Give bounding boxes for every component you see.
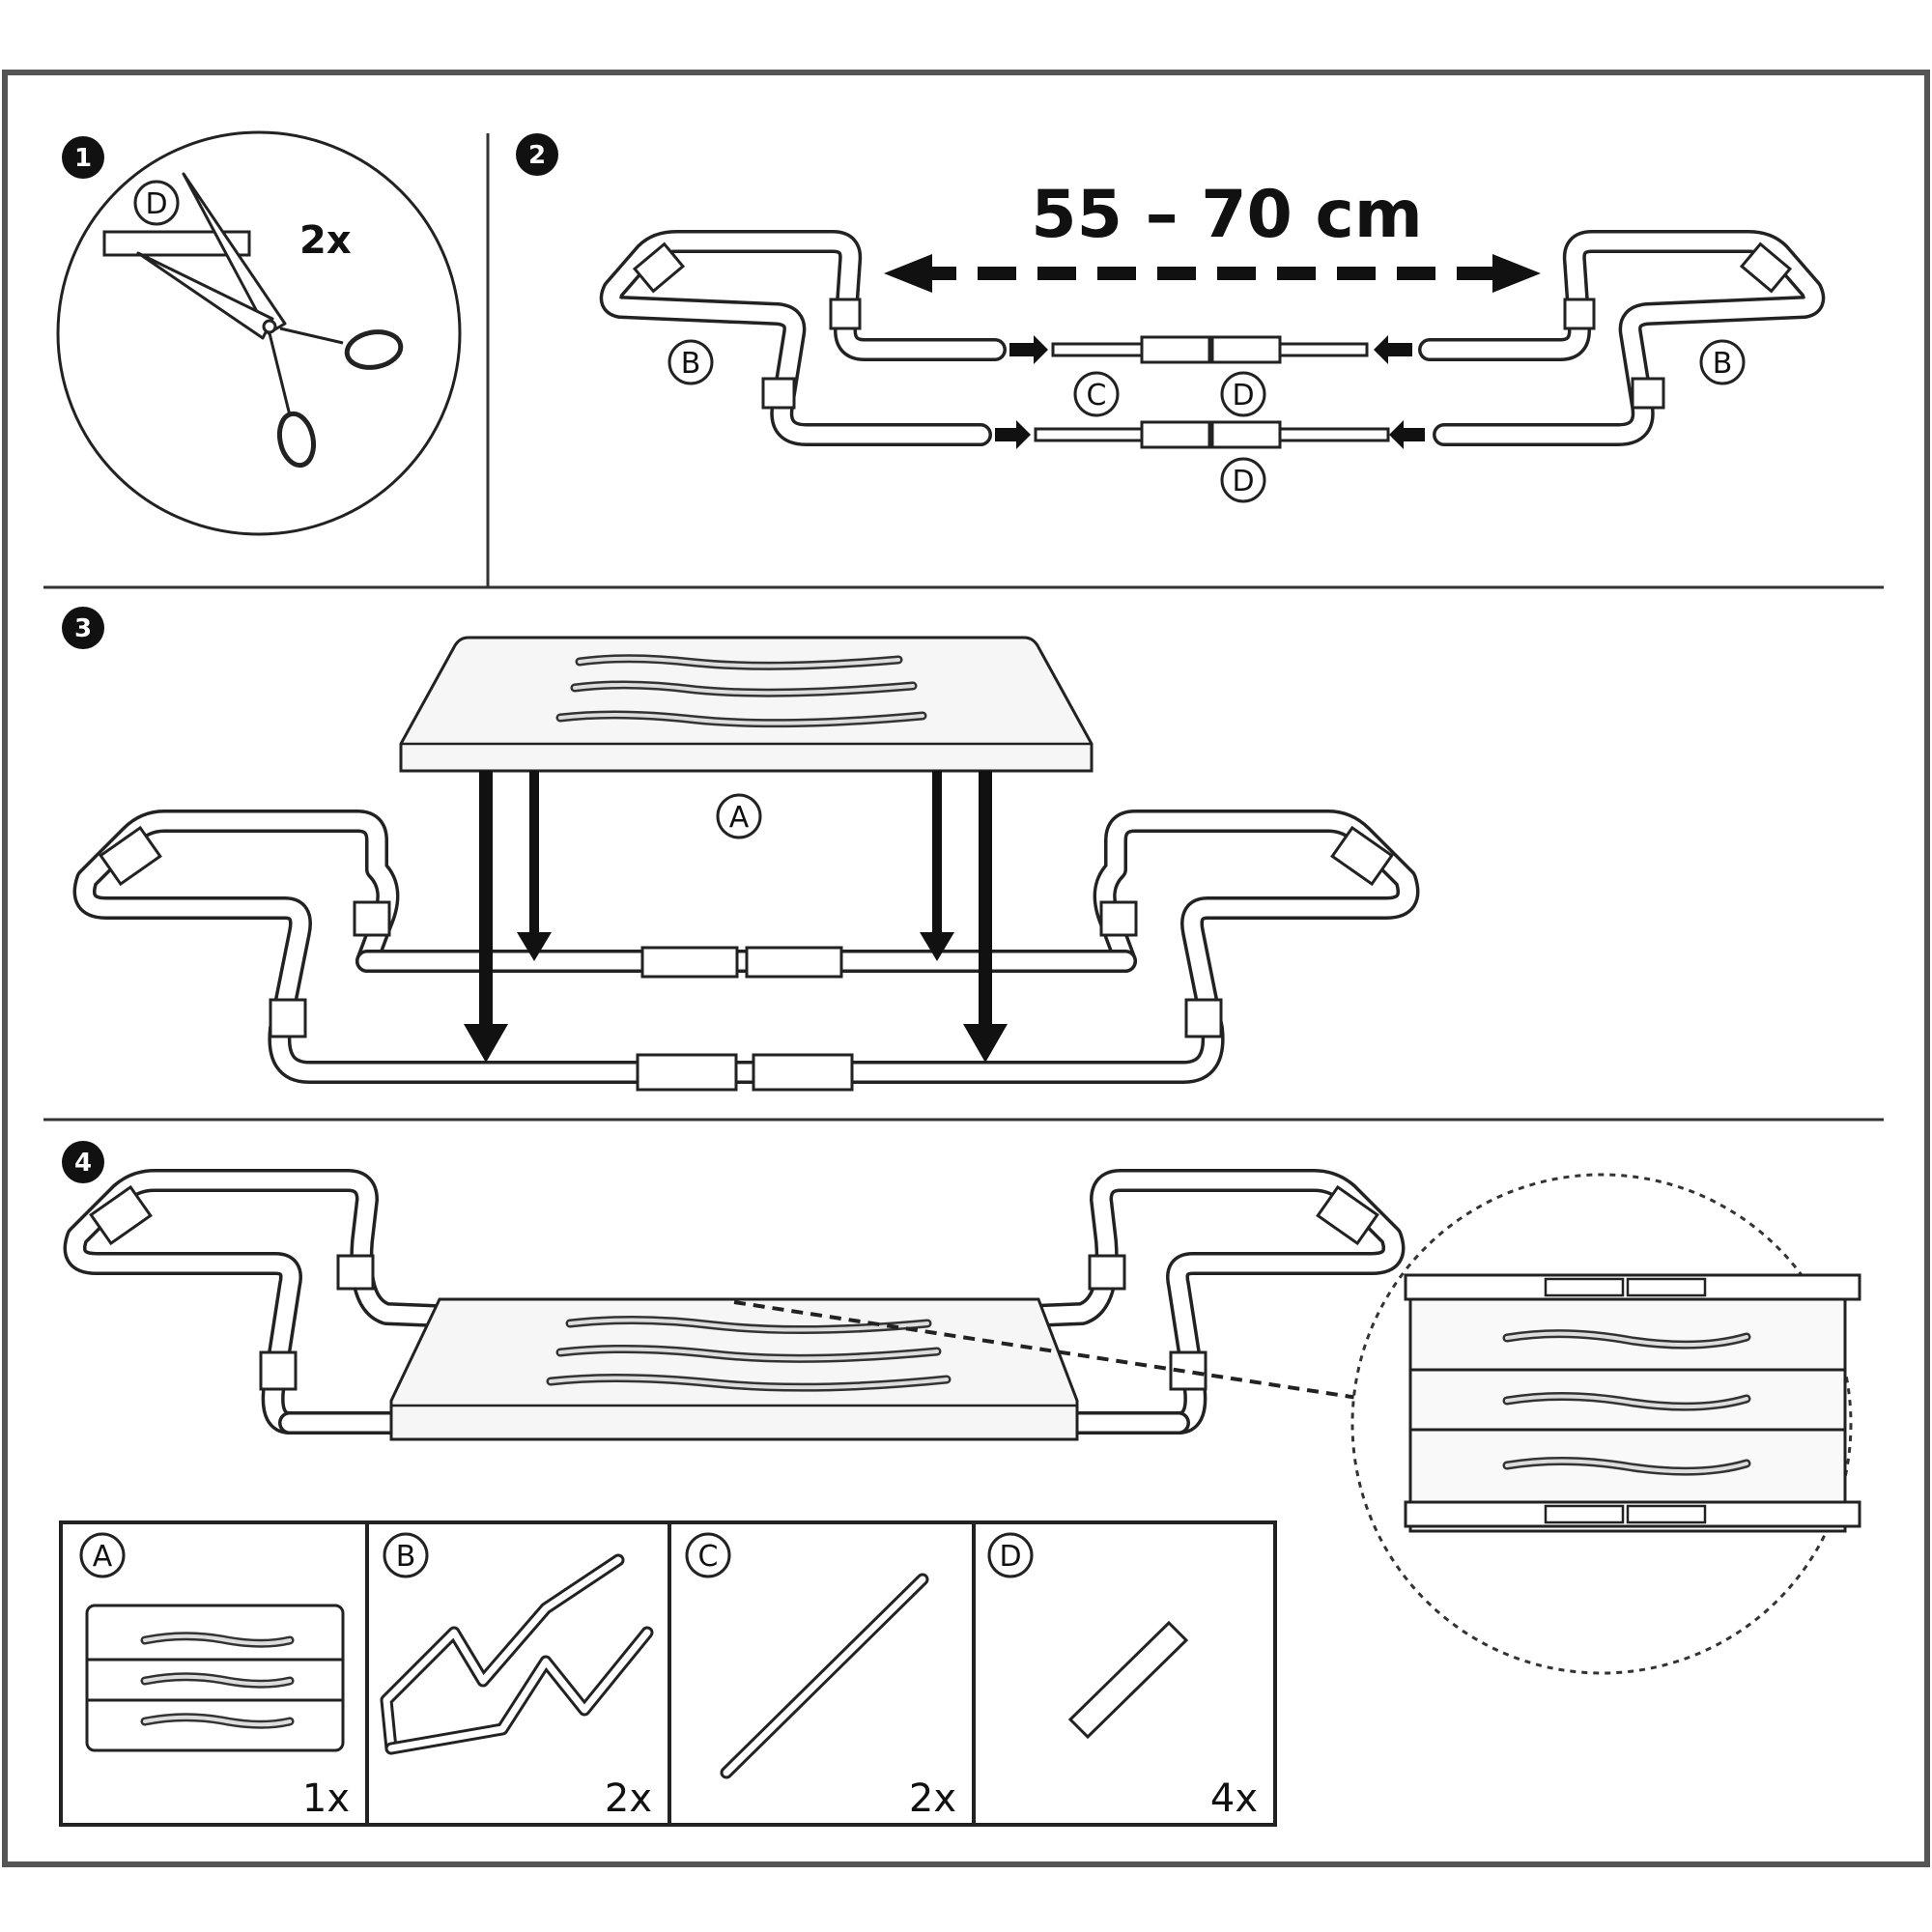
arrow-icon: [1374, 335, 1412, 364]
step-number: 3: [74, 614, 92, 643]
arrow-icon: [517, 932, 552, 961]
label-c: C: [1087, 379, 1107, 412]
step-number: 1: [74, 144, 92, 173]
arrow-icon: [963, 1024, 1008, 1063]
outer-frame: [2, 70, 1930, 1867]
label-d-bottom: D: [1232, 465, 1254, 498]
step-number-badge: [516, 133, 558, 176]
part-b-count: 2x: [605, 1776, 652, 1821]
label-badge-c: [1073, 371, 1120, 417]
arrow-icon: [1009, 335, 1048, 364]
part-label-d: D: [145, 187, 167, 221]
arrow-icon: [1492, 254, 1541, 293]
part-d: D 4x: [987, 1532, 1258, 1821]
arrow-icon: [995, 420, 1031, 449]
part-d-count: 4x: [1210, 1776, 1258, 1821]
label-badge-d-bottom: [1220, 457, 1266, 503]
part-b-letter: B: [396, 1540, 416, 1574]
dimension-label: 55 – 70 cm: [1031, 177, 1422, 253]
step-1-count: 2x: [299, 218, 352, 263]
frame-b-left: [599, 230, 1007, 446]
tube-c-bottom: [1034, 420, 1390, 449]
arrow-icon: [920, 932, 954, 961]
part-a: A 1x: [79, 1532, 350, 1821]
label-badge-b-right: [1699, 339, 1746, 385]
label-b-right: B: [1713, 347, 1733, 381]
label-badge-b-left: [668, 339, 714, 385]
step-1-detail-circle: [56, 130, 462, 536]
part-d-letter: D: [999, 1540, 1021, 1574]
step-number: 2: [528, 141, 546, 170]
part-c: C 2x: [685, 1532, 956, 1821]
arrow-icon: [884, 254, 932, 293]
label-a: A: [729, 801, 750, 835]
step-number-badge: [62, 1141, 104, 1183]
frame-with-seat: [63, 1169, 1406, 1441]
tube-c-top: [1051, 335, 1369, 364]
step-number-badge: [62, 136, 104, 179]
part-a-letter: A: [93, 1540, 113, 1574]
step-1: 1 D 2x: [56, 130, 462, 536]
label-badge-a: [716, 793, 762, 839]
label-badge-d-top: [1220, 371, 1266, 417]
drop-arrows: [464, 771, 1008, 1063]
label-b-left: B: [681, 347, 701, 381]
part-c-count: 2x: [909, 1776, 956, 1821]
part-b: B 2x: [380, 1532, 654, 1821]
arrow-icon: [1389, 420, 1425, 449]
frame-b-right: [1418, 230, 1826, 446]
label-d-top: D: [1232, 379, 1254, 412]
step-2: 2 55 – 70 cm: [516, 133, 1826, 503]
detail-leader: [733, 1300, 1378, 1403]
arrow-icon: [464, 1024, 508, 1063]
step-number-badge: [62, 607, 104, 649]
part-label-badge-d: [133, 180, 180, 226]
parts-list: A 1x B 2x C 2x: [59, 1520, 1277, 1827]
step-3: 3 A: [62, 607, 1420, 1092]
seat-detail: [1350, 1173, 1861, 1675]
part-c-letter: C: [698, 1540, 719, 1574]
step-number: 4: [74, 1149, 92, 1178]
step-4: 4: [62, 1141, 1861, 1675]
seat-a: [399, 636, 1094, 773]
scissors-icon: [136, 172, 404, 469]
part-a-count: 1x: [302, 1776, 350, 1821]
frame-assembled: [72, 810, 1420, 1092]
